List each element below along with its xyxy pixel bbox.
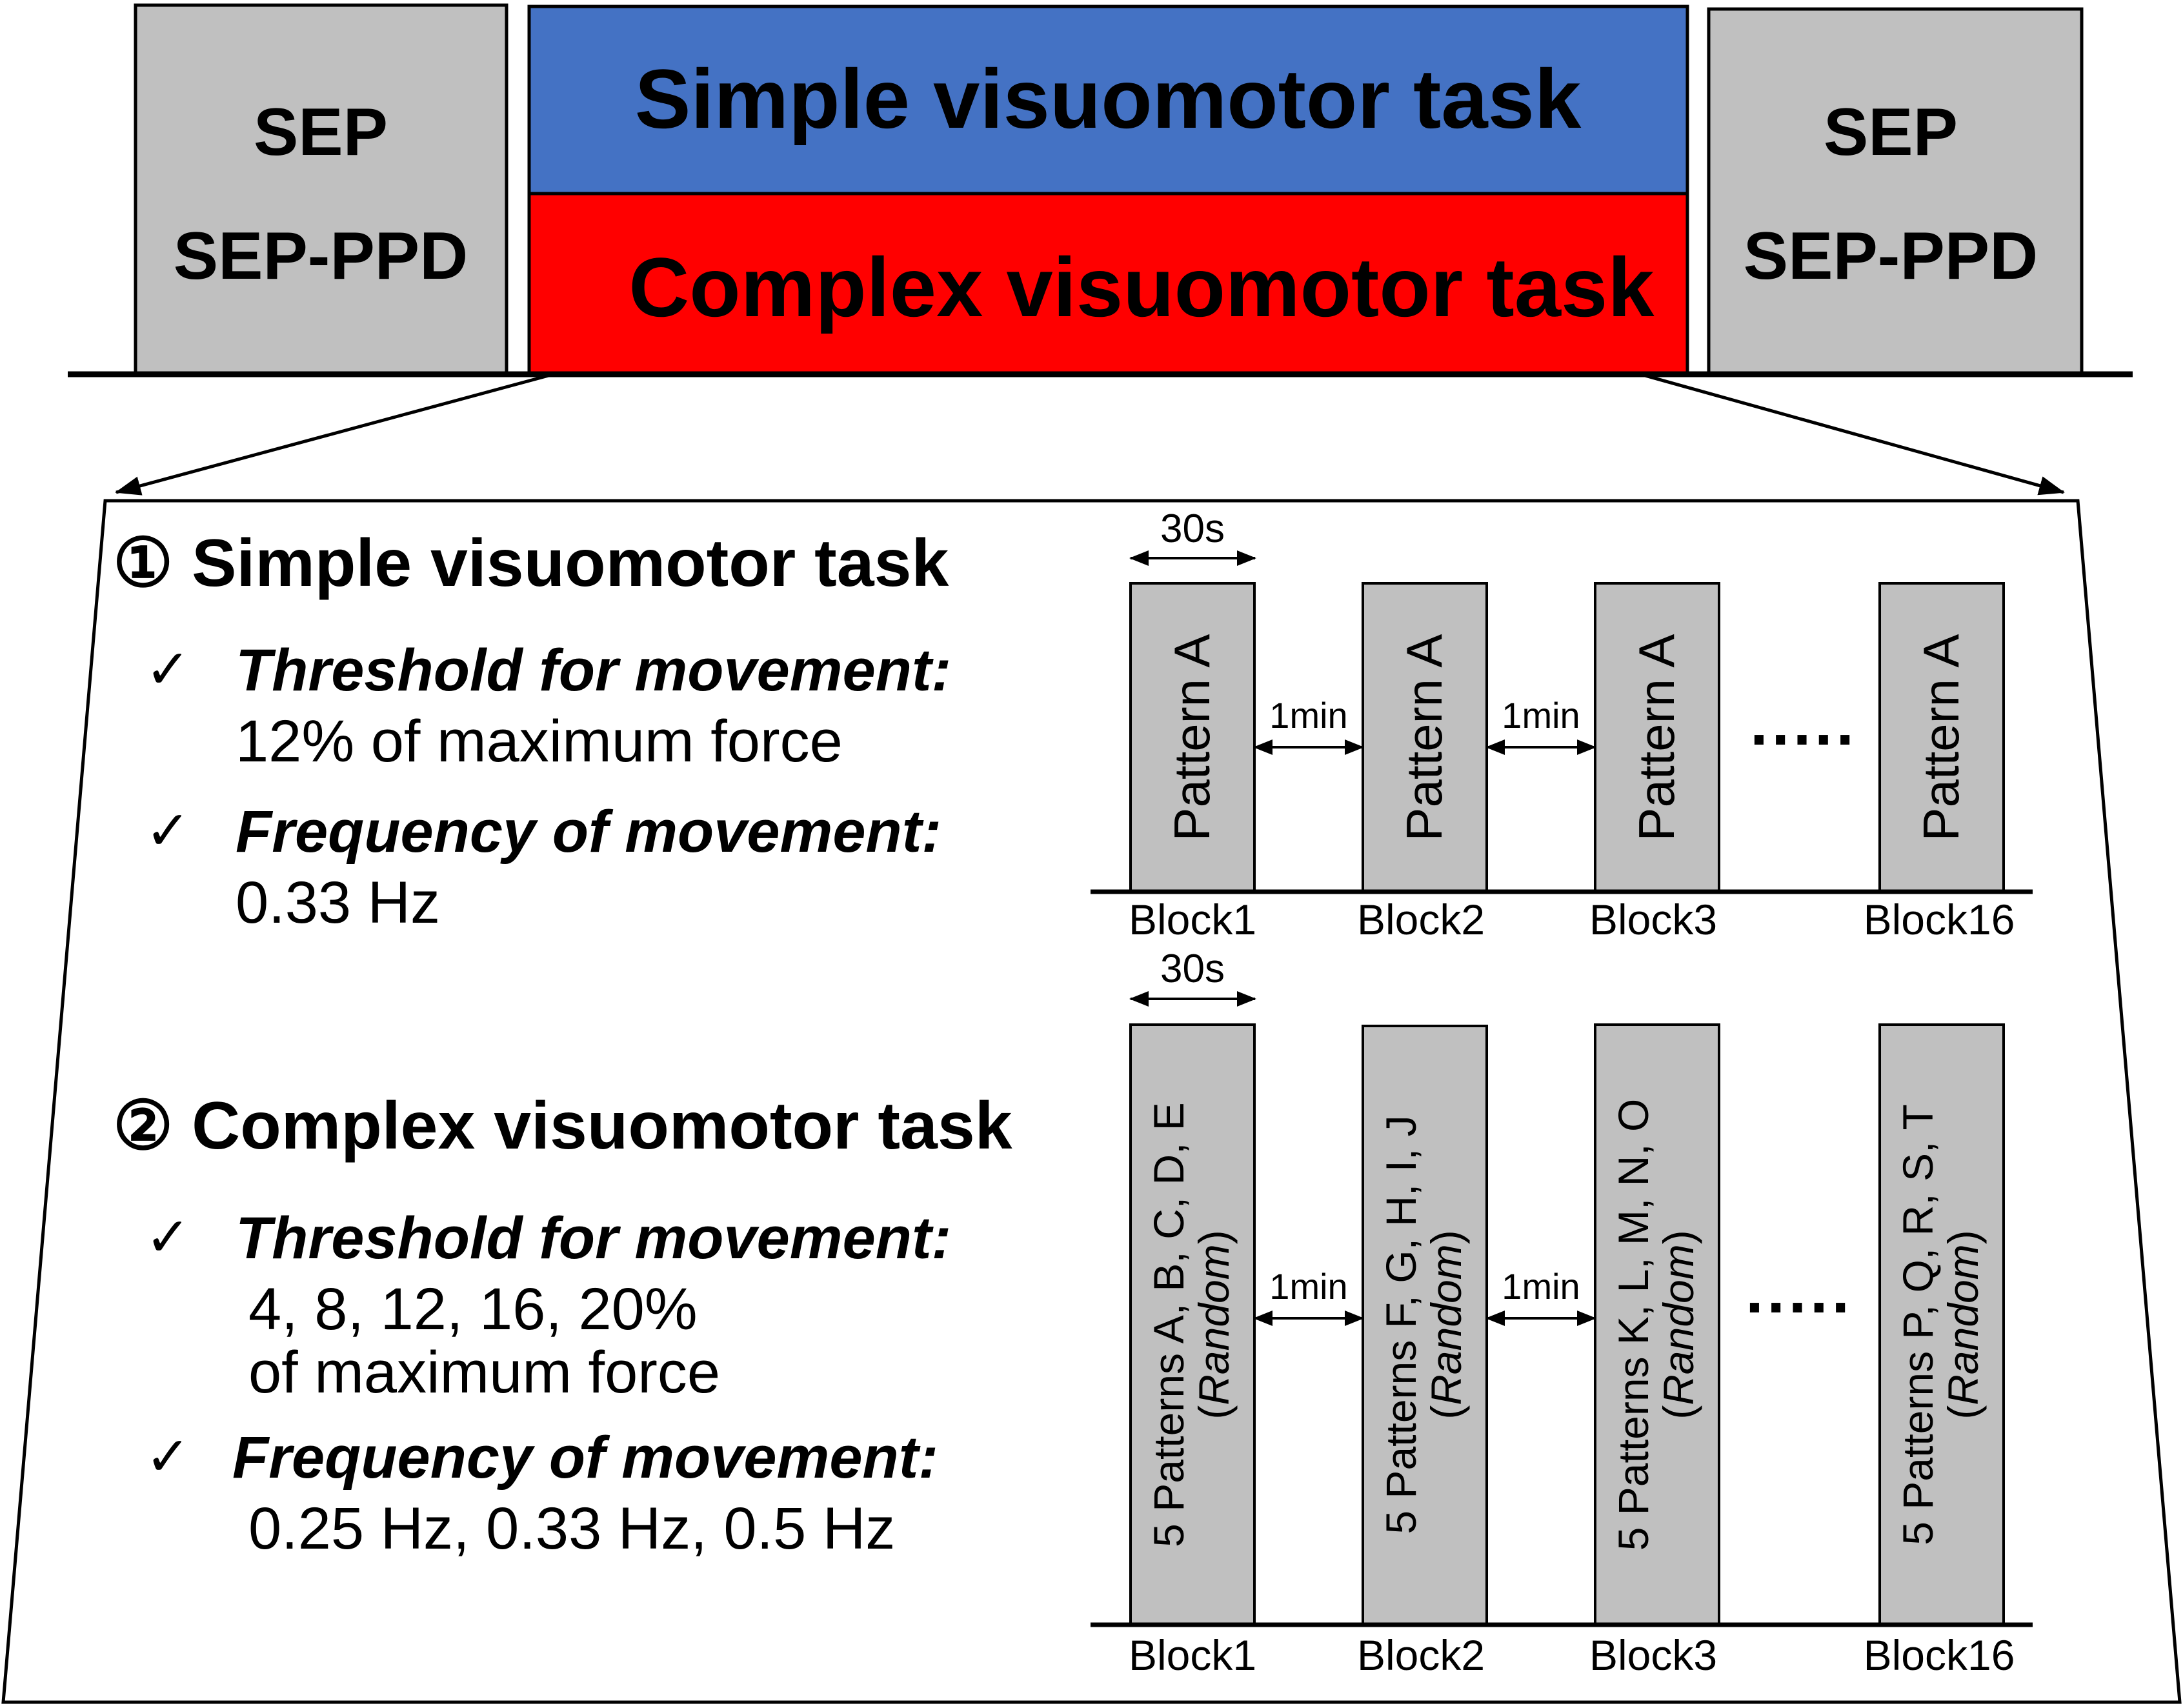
- simple-task-title: ① Simple visuomotor task: [113, 526, 949, 601]
- check-icon: ✓: [145, 1207, 190, 1267]
- complex-frequency-value: 0.25 Hz, 0.33 Hz, 0.5 Hz: [248, 1496, 895, 1562]
- right-sep-box: [1707, 7, 2084, 376]
- simple-task-description: ① Simple visuomotor task ✓ Threshold for…: [113, 526, 951, 936]
- left-sep-label: SEP: [254, 95, 388, 170]
- complex-block-16-text: 5 Patterns P, Q, R, S, T: [1894, 1104, 1942, 1545]
- complex-block-16: [1878, 1023, 2005, 1626]
- block-label: Block1: [1129, 1631, 1256, 1679]
- complex-task-title: ② Complex visuomotor task: [113, 1089, 1012, 1163]
- check-icon: ✓: [145, 1426, 190, 1487]
- simple-task-band: [527, 5, 1689, 196]
- ellipsis: ·····: [1745, 1271, 1853, 1343]
- complex-block-1-random: (Random): [1190, 1230, 1238, 1419]
- simple-block-3-text: Pattern A: [1628, 634, 1685, 841]
- complex-block-16-random: (Random): [1939, 1230, 1987, 1419]
- simple-frequency-label: Frequency of movement:: [236, 799, 941, 865]
- detail-panel: [1, 499, 2182, 1704]
- simple-block-1-text: Pattern A: [1163, 634, 1220, 841]
- ellipsis: ·····: [1750, 703, 1858, 776]
- simple-frequency-value: 0.33 Hz: [236, 870, 440, 936]
- complex-task-description: ② Complex visuomotor task ✓ Threshold fo…: [113, 1089, 1012, 1562]
- duration-label: 30s: [1160, 947, 1225, 991]
- block-label: Block2: [1357, 896, 1485, 943]
- complex-block-3-random: (Random): [1655, 1230, 1702, 1419]
- block-label: Block3: [1589, 1631, 1717, 1679]
- random-label: Random: [1422, 1244, 1470, 1405]
- check-icon: ✓: [145, 639, 190, 699]
- complex-block-2-text: 5 Patterns F, G, H, I, J: [1377, 1115, 1425, 1534]
- simple-task-band-label: Simple visuomotor task: [635, 52, 1582, 146]
- interval-label: 1min: [1502, 695, 1580, 736]
- simple-threshold-value: 12% of maximum force: [236, 708, 843, 774]
- interval-label: 1min: [1269, 695, 1347, 736]
- zoom-arrow-left: [115, 371, 559, 496]
- check-icon: ✓: [145, 800, 190, 861]
- zoom-arrow-right: [1635, 371, 2065, 496]
- block-label: Block3: [1589, 896, 1717, 943]
- simple-task-blocks: 30s Pattern A Pattern A Pattern A Patter…: [1091, 507, 2033, 943]
- complex-block-1-text: 5 Patterns A, B, C, D, E: [1145, 1102, 1192, 1547]
- left-sep-ppd-label: SEP-PPD: [174, 219, 468, 294]
- top-timeline: SEP SEP-PPD Simple visuomotor task Compl…: [68, 3, 2133, 377]
- simple-block-2-text: Pattern A: [1396, 634, 1453, 841]
- complex-task-band: [527, 192, 1689, 377]
- complex-frequency-label: Frequency of movement:: [232, 1425, 938, 1491]
- simple-threshold-label: Threshold for movement:: [236, 638, 951, 703]
- complex-threshold-value-2: of maximum force: [248, 1340, 720, 1405]
- complex-task-band-label: Complex visuomotor task: [629, 240, 1655, 334]
- complex-block-3-text: 5 Patterns K, L, M, N, O: [1609, 1099, 1657, 1551]
- interval-label: 1min: [1502, 1266, 1580, 1307]
- left-sep-box: [134, 3, 508, 376]
- duration-label: 30s: [1160, 507, 1225, 551]
- interval-label: 1min: [1269, 1266, 1347, 1307]
- right-sep-label: SEP: [1824, 95, 1958, 170]
- simple-block-1: [1129, 582, 1256, 893]
- block-label: Block16: [1864, 1631, 2015, 1679]
- complex-block-2-random: (Random): [1422, 1230, 1470, 1419]
- random-label: Random: [1655, 1244, 1702, 1405]
- random-label: Random: [1939, 1244, 1987, 1405]
- right-sep-ppd-label: SEP-PPD: [1744, 219, 2038, 294]
- complex-threshold-value-1: 4, 8, 12, 16, 20%: [248, 1276, 698, 1342]
- complex-threshold-label: Threshold for movement:: [236, 1205, 951, 1271]
- simple-block-16-text: Pattern A: [1913, 634, 1969, 841]
- random-label: Random: [1190, 1244, 1238, 1405]
- block-label: Block1: [1129, 896, 1256, 943]
- block-label: Block2: [1357, 1631, 1485, 1679]
- complex-task-blocks: 30s 5 Patterns A, B, C, D, E (Random) 5 …: [1091, 947, 2033, 1679]
- block-label: Block16: [1864, 896, 2015, 943]
